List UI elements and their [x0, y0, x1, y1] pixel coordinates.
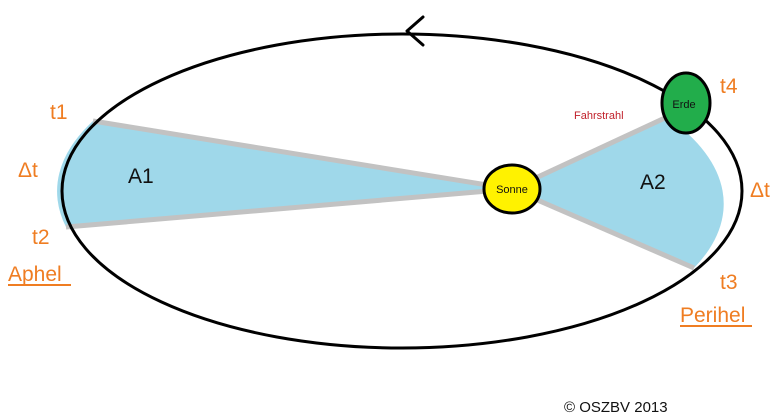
earth-label: Erde — [672, 99, 695, 111]
orbit-ellipse — [60, 32, 744, 350]
radius-line-t3 — [511, 186, 695, 271]
sun-label: Sonne — [496, 184, 528, 196]
delta-t-left: Δt — [18, 159, 38, 182]
sector-a1 — [57, 121, 513, 227]
time-label-t3: t3 — [720, 271, 738, 294]
radius-line-t2 — [65, 186, 513, 230]
aphel-label: Aphel — [8, 263, 62, 286]
time-label-t2: t2 — [32, 226, 50, 249]
time-label-t4: t4 — [720, 75, 738, 98]
radius-label: Fahrstrahl — [574, 110, 624, 122]
time-label-t1: t1 — [50, 101, 68, 124]
radius-line-t1 — [92, 118, 513, 192]
sector-a2 — [512, 117, 724, 268]
perihel-label: Perihel — [680, 304, 745, 327]
copyright: © OSZBV 2013 — [564, 399, 668, 416]
area-label-a1: A1 — [128, 165, 154, 188]
earth — [660, 71, 712, 135]
sun — [482, 163, 542, 215]
area-label-a2: A2 — [640, 171, 666, 194]
delta-t-right: Δt — [750, 179, 770, 202]
chevron-left-icon — [405, 15, 425, 47]
